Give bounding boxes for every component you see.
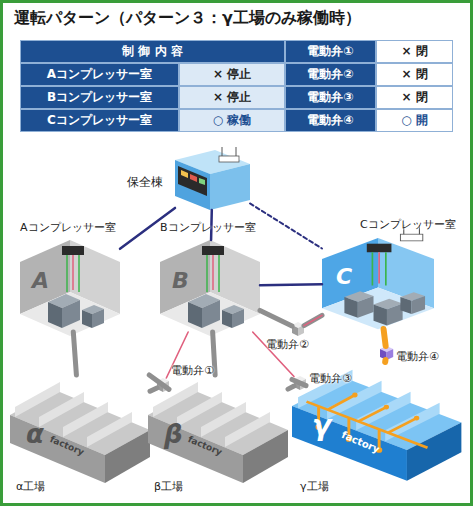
node-label: Aコンプレッサー室: [20, 222, 116, 233]
table-cell: × 停止: [179, 63, 285, 86]
compressor-room: Bコンプレッサー室B: [160, 240, 260, 332]
motor-valve: 電動弁④: [380, 346, 393, 360]
table-cell: × 閉: [376, 40, 453, 63]
air-pipe: [150, 388, 157, 391]
motor-valve: 電動弁③: [294, 376, 306, 390]
node-label: 電動弁①: [171, 365, 214, 376]
node-label: γ工場: [300, 481, 329, 492]
table-cell: ○ 開: [376, 109, 453, 132]
diagram-title: 運転パターン（パターン３：γ工場のみ稼働時）: [14, 10, 361, 26]
node-label: α工場: [16, 481, 45, 492]
node-label: β: [164, 421, 183, 447]
factory-building: γfactoryγ工場: [292, 362, 462, 472]
signal-line: [304, 315, 322, 325]
signal-line: [384, 329, 386, 346]
motor-valve: 電動弁②: [292, 322, 304, 336]
table-cell: 電動弁①: [285, 40, 376, 63]
node-label: factory: [340, 430, 381, 455]
table-cell: 電動弁③: [285, 86, 376, 109]
node-label: factory: [48, 435, 85, 457]
node-label: factory: [186, 435, 223, 457]
signal-line: [260, 283, 322, 286]
air-pipe: [384, 329, 386, 346]
table-cell: Cコンプレッサー室: [20, 109, 179, 132]
node-label: β工場: [154, 481, 183, 492]
table-cell: 電動弁④: [285, 109, 376, 132]
table-cell: 制 御 内 容: [20, 40, 285, 63]
motor-valve: 電動弁①: [157, 378, 169, 392]
signal-line: [250, 203, 322, 248]
table-cell: × 閉: [376, 63, 453, 86]
table-cell: ○ 稼働: [179, 109, 285, 132]
maintenance-building: 保全棟: [175, 150, 250, 210]
table-cell: × 停止: [179, 86, 285, 109]
air-pipe: [260, 310, 292, 326]
node-label: A: [32, 270, 49, 292]
node-label: Bコンプレッサー室: [160, 222, 256, 233]
table-cell: × 閉: [376, 86, 453, 109]
node-label: B: [172, 270, 189, 292]
node-label: 電動弁③: [309, 373, 352, 384]
air-pipe: [73, 332, 76, 375]
node-label: 電動弁④: [396, 351, 439, 362]
table-cell: Aコンプレッサー室: [20, 63, 179, 86]
node-label: Cコンプレッサー室: [360, 219, 456, 230]
factory-building: βfactoryβ工場: [148, 375, 288, 475]
compressor-room: Aコンプレッサー室A: [20, 240, 120, 332]
compressor-room: Cコンプレッサー室C: [322, 238, 434, 329]
node-label: C: [336, 266, 352, 288]
factory-building: αfactoryα工場: [10, 375, 150, 475]
air-pipe: [382, 360, 388, 362]
table-cell: Bコンプレッサー室: [20, 86, 179, 109]
node-label: 電動弁②: [266, 339, 309, 350]
air-pipe: [304, 315, 322, 325]
node-label: α: [26, 421, 44, 447]
air-pipe: [288, 386, 294, 389]
table-cell: 電動弁②: [285, 63, 376, 86]
node-label: 保全棟: [127, 176, 163, 188]
node-label: γ: [312, 412, 331, 440]
